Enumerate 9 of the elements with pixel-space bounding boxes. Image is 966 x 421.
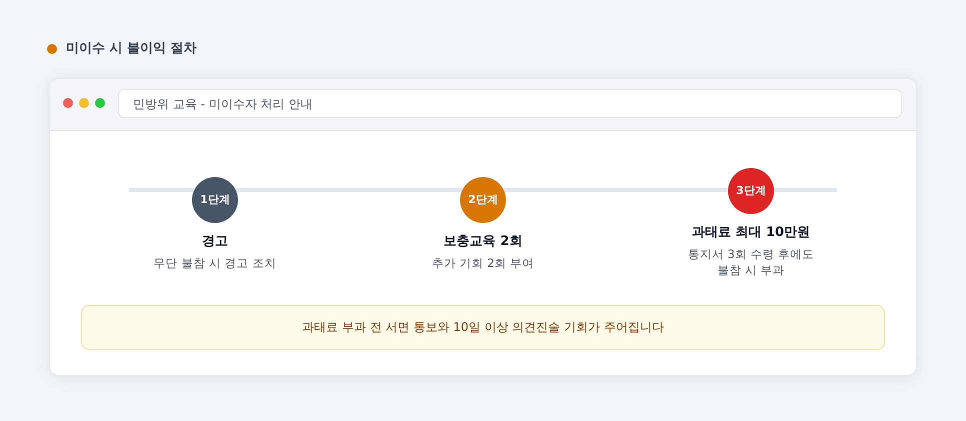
step-title: 과태료 최대 10만원 xyxy=(692,224,810,242)
address-bar: 민방위 교육 - 미이수자 처리 안내 xyxy=(118,89,902,118)
notice-banner: 과태료 부과 전 서면 통보와 10일 이상 의견진술 기회가 주어집니다 xyxy=(81,305,885,350)
step-title: 보충교육 2회 xyxy=(444,233,522,251)
step-title: 경고 xyxy=(202,233,228,251)
step-description: 통지서 3회 수령 후에도 불참 시 부과 xyxy=(686,246,816,278)
step-description: 추가 기회 2회 부여 xyxy=(432,255,534,271)
step-description: 무단 불참 시 경고 조치 xyxy=(154,255,276,271)
section-title: 미이수 시 불이익 절차 xyxy=(66,40,197,58)
